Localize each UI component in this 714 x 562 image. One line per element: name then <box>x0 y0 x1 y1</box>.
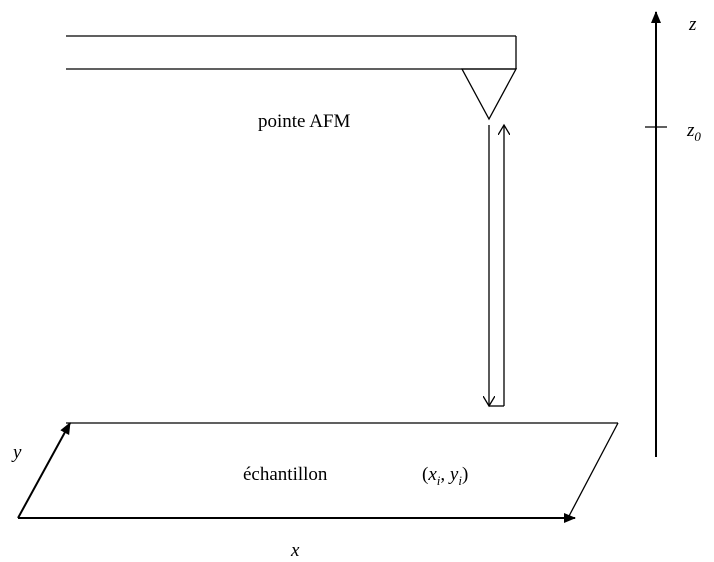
z0-label: z0 <box>686 120 701 144</box>
afm-tip-triangle <box>460 68 518 121</box>
sample-plane <box>17 422 619 523</box>
y-axis-label: y <box>11 442 22 463</box>
cantilever <box>66 35 517 70</box>
z-axis-label: z <box>688 14 697 35</box>
sample-label: échantillon <box>243 464 328 485</box>
approach-retract-arrows <box>489 125 504 406</box>
sample-right-edge <box>567 422 619 519</box>
tip-label: pointe AFM <box>258 111 350 132</box>
point-coordinate-label: (xi, yi) <box>422 464 468 488</box>
z-axis: z z0 <box>645 11 701 457</box>
y-axis-arrow <box>17 422 71 519</box>
x-axis-label: x <box>290 540 300 561</box>
